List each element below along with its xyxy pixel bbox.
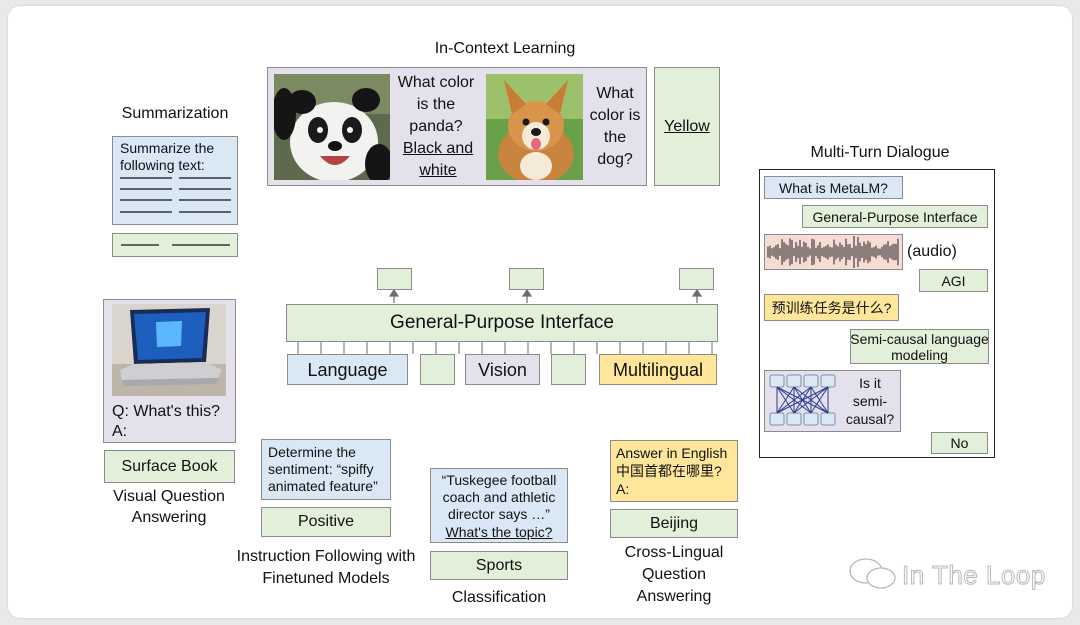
- dialogue-a2-box: [919, 269, 988, 292]
- attention-network-icon: [769, 374, 836, 426]
- dialogue-q3-box: [764, 294, 899, 321]
- instruction-answer-box: [261, 507, 391, 537]
- input-slot-2: [551, 354, 586, 385]
- crosslingual-answer-prefix: A:: [616, 481, 630, 497]
- audio-waveform: [767, 236, 899, 268]
- crosslingual-answer-box: [610, 509, 738, 538]
- crosslingual-answer: Beijing: [649, 514, 699, 532]
- summarization-title: Summarization: [121, 105, 229, 122]
- dialogue-q3: 预训练任务是什么?: [771, 299, 892, 316]
- dialogue-a3: Semi-causal language modeling: [850, 330, 989, 363]
- dialogue-a1: General-Purpose Interface: [812, 208, 978, 225]
- panda-image: [274, 74, 390, 180]
- crosslingual-prompt: Answer in English: [616, 445, 728, 461]
- icl-question-2: What color is the dog?: [589, 85, 641, 168]
- instruction-title: Instruction Following with Finetuned Mod…: [236, 548, 416, 587]
- vqa-title: Visual Question Answering: [113, 488, 225, 526]
- laptop-image: [112, 304, 226, 396]
- interface-connectors: [297, 288, 713, 354]
- crosslingual-title: Cross-Lingual Question Answering: [624, 544, 724, 605]
- crosslingual-question: 中国首都在哪里?: [616, 463, 722, 479]
- classification-input-box: [430, 468, 568, 543]
- dialogue-a2: AGI: [941, 272, 966, 289]
- general-purpose-interface-label: General-Purpose Interface: [390, 312, 614, 333]
- icl-title: In-Context Learning: [434, 40, 576, 57]
- vision-label: Vision: [478, 359, 527, 380]
- classification-answer-box: [430, 551, 568, 580]
- multilingual-label: Multilingual: [612, 359, 704, 380]
- classification-title: Classification: [451, 589, 547, 606]
- vqa-answer-prefix: A:: [112, 423, 128, 440]
- output-slot-3: [679, 268, 714, 290]
- classification-prompt: “Tuskegee football coach and athletic di…: [441, 472, 557, 522]
- dialogue-q4: Is it semi-causal?: [845, 375, 895, 427]
- output-slot-2: [509, 268, 544, 290]
- vqa-answer: Surface Book: [121, 457, 218, 475]
- summarization-output-lines: [121, 244, 230, 246]
- vqa-question: Q: What's this?: [112, 403, 220, 420]
- multilingual-encoder-box: [599, 354, 717, 385]
- dialogue-a1-box: [802, 205, 988, 228]
- dialogue-q1-box: [764, 176, 903, 199]
- output-slot-1: [377, 268, 412, 290]
- instruction-answer: Positive: [297, 513, 355, 530]
- summarization-prompt: Summarize the following text:: [120, 140, 215, 173]
- instruction-input-box: [261, 439, 391, 500]
- vqa-answer-box: [104, 450, 235, 483]
- classification-answer: Sports: [475, 556, 523, 574]
- instruction-prompt: Determine the sentiment: “spiffy animate…: [268, 444, 378, 494]
- dialogue-audio-label: (audio): [907, 243, 957, 260]
- language-encoder-box: [287, 354, 408, 385]
- icl-question-1: What color is the panda?: [397, 74, 475, 135]
- language-label: Language: [307, 359, 388, 380]
- general-purpose-interface-block: [286, 304, 718, 342]
- classification-question: What's the topic?: [445, 524, 553, 540]
- wechat-logo-icon: [849, 558, 896, 589]
- multiturn-title: Multi-Turn Dialogue: [810, 144, 950, 161]
- icl-answer-1: Black and white: [402, 140, 474, 179]
- vision-encoder-box: [465, 354, 540, 385]
- dialogue-a4-box: [931, 432, 988, 454]
- dialogue-q1: What is MetaLM?: [779, 179, 888, 196]
- watermark-text: In The Loop: [902, 560, 1046, 591]
- summarization-input-box: [112, 136, 238, 225]
- summarization-text-lines: [120, 177, 231, 213]
- dialogue-a4: No: [950, 435, 969, 451]
- dog-image: [486, 74, 583, 180]
- icl-answer-yellow: Yellow: [664, 117, 710, 135]
- crosslingual-input-box: [610, 440, 738, 502]
- dialogue-a3-box: [850, 329, 989, 364]
- icl-answer-box: [654, 67, 720, 186]
- input-slot-1: [420, 354, 455, 385]
